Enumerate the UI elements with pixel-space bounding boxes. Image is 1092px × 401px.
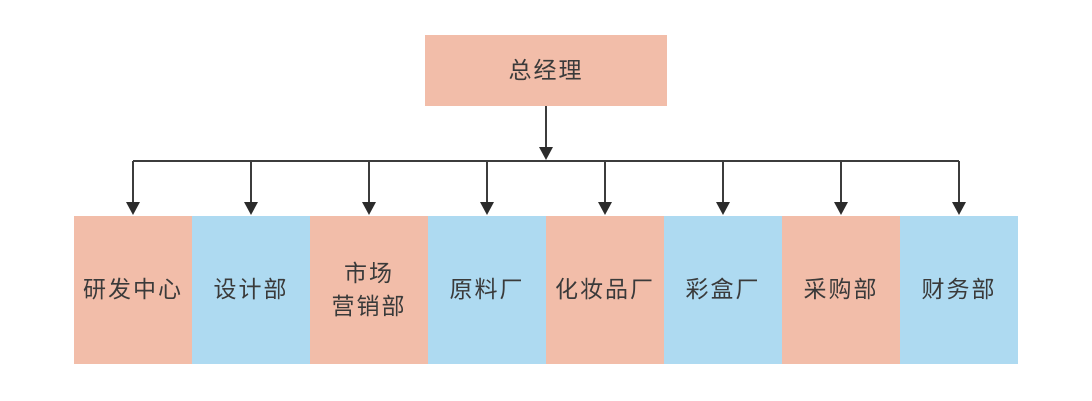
arrowhead-icon (598, 202, 612, 215)
root-box: 总经理 (425, 35, 667, 106)
department-label: 设计部 (213, 276, 289, 303)
department-box: 市场 营销部 (310, 216, 428, 364)
department-label: 彩盒厂 (685, 276, 761, 303)
department-label: 市场 营销部 (331, 259, 407, 319)
department-label: 化妆品厂 (555, 276, 655, 303)
department-label: 研发中心 (83, 276, 183, 303)
department-label: 原料厂 (449, 276, 525, 303)
arrowhead-icon (952, 202, 966, 215)
arrowhead-icon (480, 202, 494, 215)
department-box: 原料厂 (428, 216, 546, 364)
arrowhead-icon (126, 202, 140, 215)
department-label: 财务部 (921, 276, 997, 303)
department-box: 化妆品厂 (546, 216, 664, 364)
department-box: 采购部 (782, 216, 900, 364)
department-box: 财务部 (900, 216, 1018, 364)
department-box: 研发中心 (74, 216, 192, 364)
root-box-label: 总经理 (508, 56, 584, 83)
arrowhead-icon (362, 202, 376, 215)
arrowhead-icon (244, 202, 258, 215)
department-row: 研发中心 设计部 市场 营销部 原料厂 化妆品厂 彩盒厂 采购部 财务部 (74, 216, 1018, 364)
arrowhead-icon (834, 202, 848, 215)
arrowhead-icon (716, 202, 730, 215)
department-label: 采购部 (803, 276, 879, 303)
arrowhead-icon (539, 147, 553, 160)
department-box: 设计部 (192, 216, 310, 364)
department-box: 彩盒厂 (664, 216, 782, 364)
